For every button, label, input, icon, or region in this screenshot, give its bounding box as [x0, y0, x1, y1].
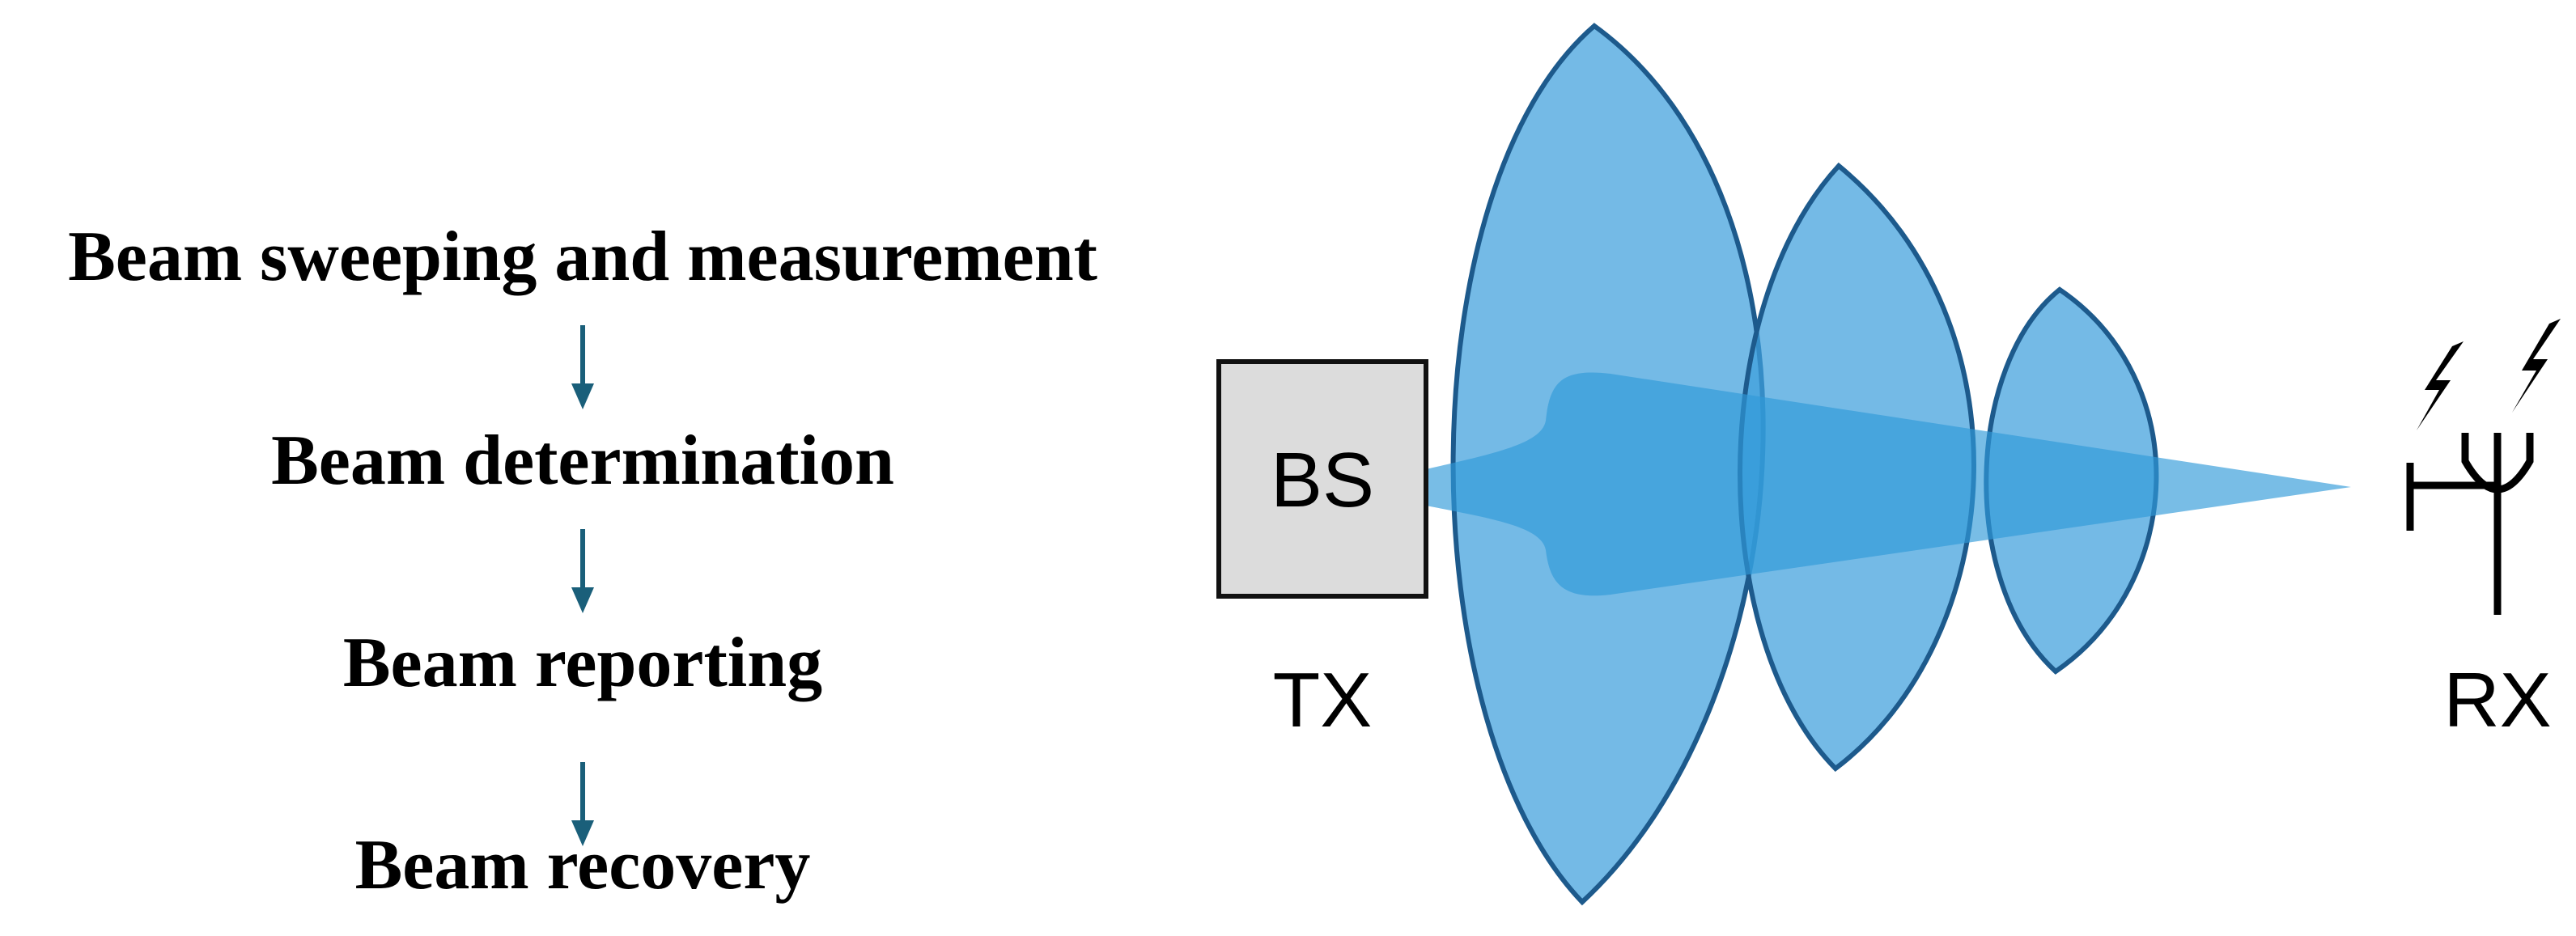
beam-management-steps: Beam sweeping and measurement Beam deter…: [0, 0, 1165, 936]
signal-lightning-icon: [2417, 319, 2561, 430]
down-arrow-icon: [571, 762, 594, 846]
down-arrow-icon: [571, 529, 594, 613]
down-arrow-icon: [571, 325, 594, 409]
step-beam-recovery: Beam recovery: [354, 826, 811, 904]
narrow-beam: [1426, 372, 2351, 596]
step-beam-sweeping: Beam sweeping and measurement: [68, 218, 1097, 296]
step-beam-determination: Beam determination: [271, 421, 894, 500]
tx-label: TX: [1273, 657, 1373, 743]
antenna-icon: [2406, 433, 2534, 615]
rx-label: RX: [2443, 657, 2551, 743]
bs-label: BS: [1271, 437, 1374, 523]
bs-box: [1216, 359, 1428, 599]
step-beam-reporting: Beam reporting: [342, 624, 823, 702]
